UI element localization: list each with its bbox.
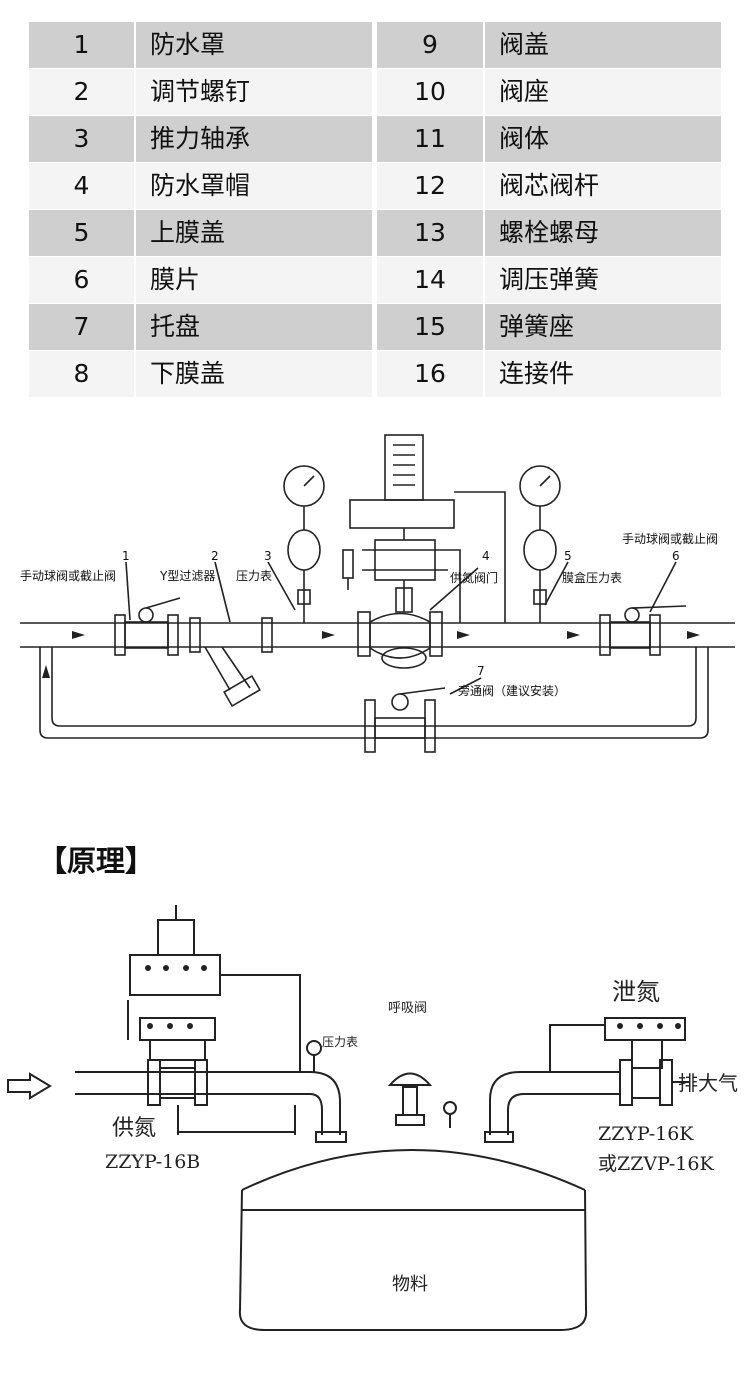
table-row: 5 上膜盖 13 螺栓螺母	[29, 210, 721, 256]
part-number: 16	[377, 351, 483, 397]
callout-number-6: 6	[672, 549, 680, 563]
part-name: 推力轴承	[136, 116, 372, 162]
callout-label-1: 手动球阀或截止阀	[20, 569, 116, 583]
callout-number-2: 2	[211, 549, 219, 563]
part-number: 15	[377, 304, 483, 350]
part-name: 下膜盖	[136, 351, 372, 397]
callout-label-7: 旁通阀（建议安装）	[458, 683, 566, 698]
exhaust-label: 排大气	[678, 1071, 738, 1095]
callout-number-3: 3	[264, 549, 272, 563]
part-number: 5	[29, 210, 134, 256]
callout-number-7: 7	[477, 664, 485, 678]
vent-model-alt-label: 或ZZVP-16K	[598, 1153, 714, 1175]
part-number: 14	[377, 257, 483, 303]
part-name: 上膜盖	[136, 210, 372, 256]
table-row: 2 调节螺钉 10 阀座	[29, 69, 721, 115]
callout-number-5: 5	[564, 549, 572, 563]
part-number: 7	[29, 304, 134, 350]
part-name: 阀盖	[485, 22, 721, 68]
part-name: 防水罩帽	[136, 163, 372, 209]
part-name: 螺栓螺母	[485, 210, 721, 256]
part-name: 阀芯阀杆	[485, 163, 721, 209]
part-name: 调压弹簧	[485, 257, 721, 303]
part-number: 3	[29, 116, 134, 162]
part-number: 4	[29, 163, 134, 209]
callout-label-2: Y型过滤器	[159, 569, 215, 583]
table-row: 3 推力轴承 11 阀体	[29, 116, 721, 162]
installation-diagram: 1 手动球阀或截止阀 2 Y型过滤器 3 压力表 4 供氮阀门 5 膜盒压力表 …	[20, 434, 735, 753]
part-number: 2	[29, 69, 134, 115]
vent-model-label: ZZYP-16K	[598, 1123, 694, 1145]
part-name: 调节螺钉	[136, 69, 372, 115]
breather-label: 呼吸阀	[388, 1001, 427, 1016]
principle-diagram: 呼吸阀 压力表 泄氮 排大气 供氮 ZZYP-16B ZZYP-16K 或ZZV…	[7, 905, 738, 1331]
callout-label-6: 手动球阀或截止阀	[622, 532, 718, 546]
vent-label: 泄氮	[612, 978, 660, 1006]
part-number: 10	[377, 69, 483, 115]
callout-number-4: 4	[482, 549, 490, 563]
table-row: 1 防水罩 9 阀盖	[29, 22, 721, 68]
material-label: 物料	[392, 1274, 428, 1295]
part-number: 13	[377, 210, 483, 256]
part-name: 阀座	[485, 69, 721, 115]
part-number: 11	[377, 116, 483, 162]
part-number: 12	[377, 163, 483, 209]
callout-number-1: 1	[122, 549, 130, 563]
part-name: 弹簧座	[485, 304, 721, 350]
table-row: 6 膜片 14 调压弹簧	[29, 257, 721, 303]
callout-label-5: 膜盒压力表	[562, 570, 622, 585]
part-name: 膜片	[136, 257, 372, 303]
callout-label-3: 压力表	[236, 569, 272, 583]
part-name: 防水罩	[136, 22, 372, 68]
part-number: 1	[29, 22, 134, 68]
callout-label-4: 供氮阀门	[450, 570, 498, 585]
part-number: 6	[29, 257, 134, 303]
supply-label: 供氮	[112, 1116, 156, 1141]
part-number: 8	[29, 351, 134, 397]
table-row: 7 托盘 15 弹簧座	[29, 304, 721, 350]
part-name: 连接件	[485, 351, 721, 397]
table-row: 4 防水罩帽 12 阀芯阀杆	[29, 163, 721, 209]
supply-model-label: ZZYP-16B	[105, 1151, 200, 1173]
gauge-label: 压力表	[322, 1035, 358, 1049]
part-name: 托盘	[136, 304, 372, 350]
part-name: 阀体	[485, 116, 721, 162]
section-heading: 【原理】	[38, 844, 155, 878]
part-number: 9	[377, 22, 483, 68]
table-row: 8 下膜盖 16 连接件	[29, 351, 721, 397]
